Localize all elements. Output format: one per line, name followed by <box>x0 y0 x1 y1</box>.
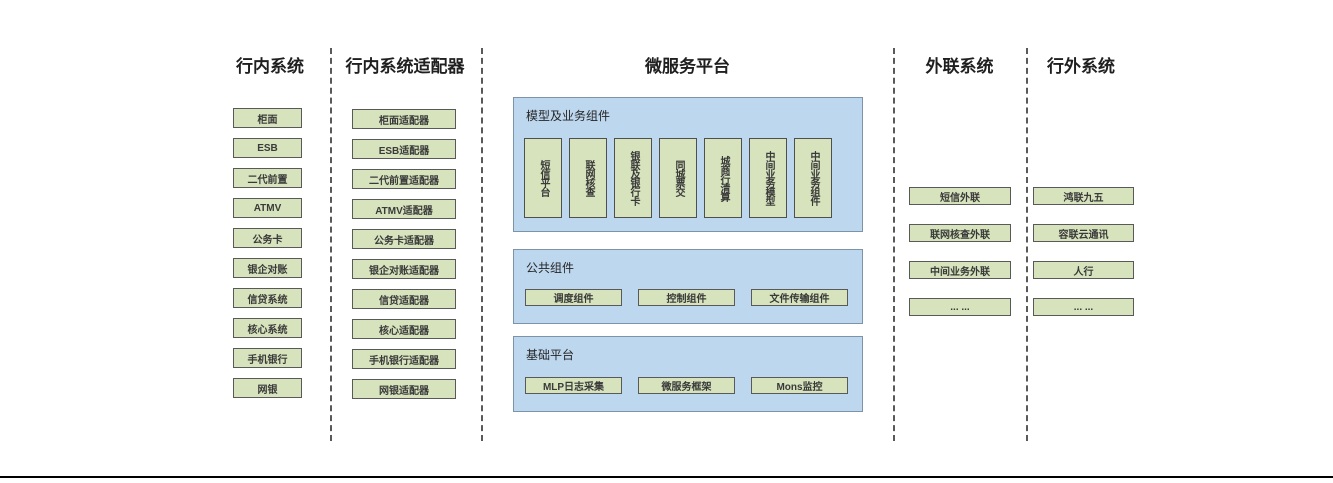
system-box: ATMV <box>233 198 302 218</box>
system-box: 二代前置 <box>233 168 302 188</box>
external-link-box: 中间业务外联 <box>909 261 1011 279</box>
component-box: 中间业务模型 <box>749 138 787 218</box>
adapter-box: ATMV适配器 <box>352 199 456 219</box>
outside-system-box: 鸿联九五 <box>1033 187 1134 205</box>
external-link-systems-column: 短信外联 联网核查外联 中间业务外联 ... ... <box>909 187 1011 316</box>
bottom-rule <box>0 476 1333 478</box>
column-separator <box>481 48 483 441</box>
component-row: 调度组件 控制组件 文件传输组件 <box>525 289 848 306</box>
adapter-box: 信贷适配器 <box>352 289 456 309</box>
column-title-internal-adapters: 行内系统适配器 <box>345 57 465 76</box>
adapter-box: 手机银行适配器 <box>352 349 456 369</box>
component-box: MLP日志采集 <box>525 377 622 394</box>
vertical-component-row: 短信平台 联网核查 银联及银行卡 同城票交 城商行清算 中间业务模型 中间业务组… <box>524 138 832 218</box>
system-box: 手机银行 <box>233 348 302 368</box>
adapter-box: 核心适配器 <box>352 319 456 339</box>
component-box: 控制组件 <box>638 289 735 306</box>
component-box: 城商行清算 <box>704 138 742 218</box>
system-box: 公务卡 <box>233 228 302 248</box>
component-box: 联网核查 <box>569 138 607 218</box>
column-separator <box>1026 48 1028 441</box>
column-title-microservice-platform: 微服务平台 <box>645 57 730 76</box>
component-box: 银联及银行卡 <box>614 138 652 218</box>
adapter-box: 银企对账适配器 <box>352 259 456 279</box>
internal-adapters-column: 柜面适配器 ESB适配器 二代前置适配器 ATMV适配器 公务卡适配器 银企对账… <box>352 109 456 399</box>
adapter-box: 二代前置适配器 <box>352 169 456 189</box>
component-box: 文件传输组件 <box>751 289 848 306</box>
base-platform-panel: 基础平台 MLP日志采集 微服务框架 Mons监控 <box>513 336 863 412</box>
component-box: 同城票交 <box>659 138 697 218</box>
adapter-box: 公务卡适配器 <box>352 229 456 249</box>
column-title-external-link-systems: 外联系统 <box>925 57 994 76</box>
system-box: 信贷系统 <box>233 288 302 308</box>
external-link-box: 联网核查外联 <box>909 224 1011 242</box>
column-title-outside-systems: 行外系统 <box>1047 57 1115 76</box>
outside-system-box: 容联云通讯 <box>1033 224 1134 242</box>
system-box: ESB <box>233 138 302 158</box>
component-box: 中间业务组件 <box>794 138 832 218</box>
adapter-box: ESB适配器 <box>352 139 456 159</box>
component-box: Mons监控 <box>751 377 848 394</box>
common-components-panel: 公共组件 调度组件 控制组件 文件传输组件 <box>513 249 863 324</box>
column-separator <box>893 48 895 441</box>
adapter-box: 网银适配器 <box>352 379 456 399</box>
component-box: 调度组件 <box>525 289 622 306</box>
system-box: 核心系统 <box>233 318 302 338</box>
system-box: 网银 <box>233 378 302 398</box>
model-business-components-panel: 模型及业务组件 短信平台 联网核查 银联及银行卡 同城票交 城商行清算 中间业务… <box>513 97 863 232</box>
column-title-internal-systems: 行内系统 <box>236 57 304 76</box>
panel-title: 模型及业务组件 <box>526 109 611 123</box>
internal-systems-column: 柜面 ESB 二代前置 ATMV 公务卡 银企对账 信贷系统 核心系统 手机银行… <box>233 108 302 398</box>
outside-system-box: 人行 <box>1033 261 1134 279</box>
outside-system-box: ... ... <box>1033 298 1134 316</box>
panel-title: 基础平台 <box>526 348 575 362</box>
component-row: MLP日志采集 微服务框架 Mons监控 <box>525 377 848 394</box>
external-link-box: ... ... <box>909 298 1011 316</box>
panel-title: 公共组件 <box>526 261 575 275</box>
system-box: 柜面 <box>233 108 302 128</box>
column-separator <box>330 48 332 441</box>
component-box: 短信平台 <box>524 138 562 218</box>
external-link-box: 短信外联 <box>909 187 1011 205</box>
component-box: 微服务框架 <box>638 377 735 394</box>
adapter-box: 柜面适配器 <box>352 109 456 129</box>
system-box: 银企对账 <box>233 258 302 278</box>
outside-systems-column: 鸿联九五 容联云通讯 人行 ... ... <box>1033 187 1134 316</box>
